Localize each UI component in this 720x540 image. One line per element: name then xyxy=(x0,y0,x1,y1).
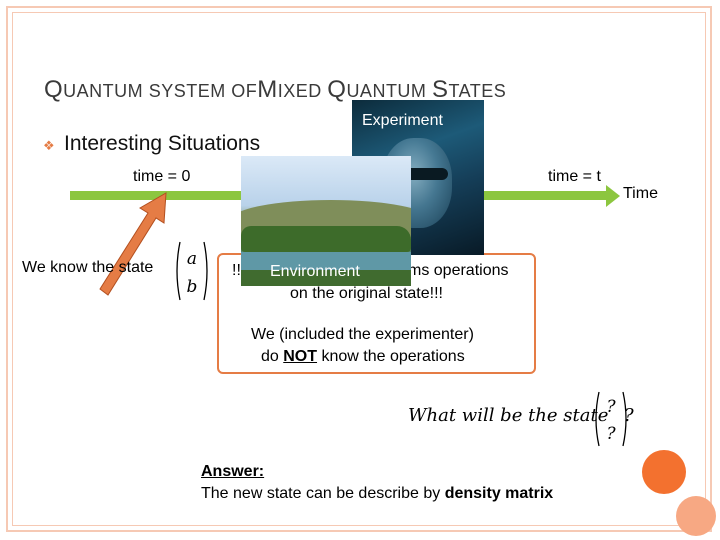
box-line4: do NOT know the operations xyxy=(261,348,465,365)
answer-label: Answer: xyxy=(201,463,265,480)
slide-outer-frame xyxy=(6,6,712,532)
experiment-label: Experiment xyxy=(362,112,443,129)
bullet-icon: ❖ xyxy=(43,138,55,153)
timeline-arrowhead xyxy=(606,185,620,207)
box-line2: on the original state!!! xyxy=(290,285,443,302)
unknown-state-vector: ? ? xyxy=(595,391,627,447)
vector-top: a xyxy=(187,249,197,269)
know-state-label: We know the state xyxy=(22,259,154,276)
orange-arrow-down-right-end xyxy=(560,190,620,280)
time-end-label: time = t xyxy=(548,168,601,185)
not-emphasis: NOT xyxy=(283,348,318,365)
slide-inner-frame xyxy=(12,12,706,526)
environment-photo xyxy=(241,156,411,286)
q-top: ? xyxy=(606,397,616,417)
box-line1-suffix: ms operations xyxy=(408,262,509,279)
decorative-dot-light xyxy=(676,496,716,536)
slide-title: QUANTUM SYSTEM OFMIXED QUANTUM STATES xyxy=(44,76,507,103)
box-line3: We (included the experimenter) xyxy=(251,326,474,343)
time-start-label: time = 0 xyxy=(133,168,191,185)
question-text: What will be the state xyxy=(408,405,609,426)
time-axis-label: Time xyxy=(623,185,658,202)
decorative-dot xyxy=(642,450,686,494)
box-line1-prefix: !! xyxy=(232,262,241,279)
orange-arrow-up-left xyxy=(99,192,167,296)
state-vector: a b xyxy=(176,241,208,301)
environment-label: Environment xyxy=(270,263,360,280)
answer-text: The new state can be describe by density… xyxy=(201,485,554,502)
vector-bottom: b xyxy=(187,277,198,297)
question-mark: ? xyxy=(624,405,634,426)
bullet-text: Interesting Situations xyxy=(64,132,261,155)
q-bottom: ? xyxy=(606,424,616,444)
